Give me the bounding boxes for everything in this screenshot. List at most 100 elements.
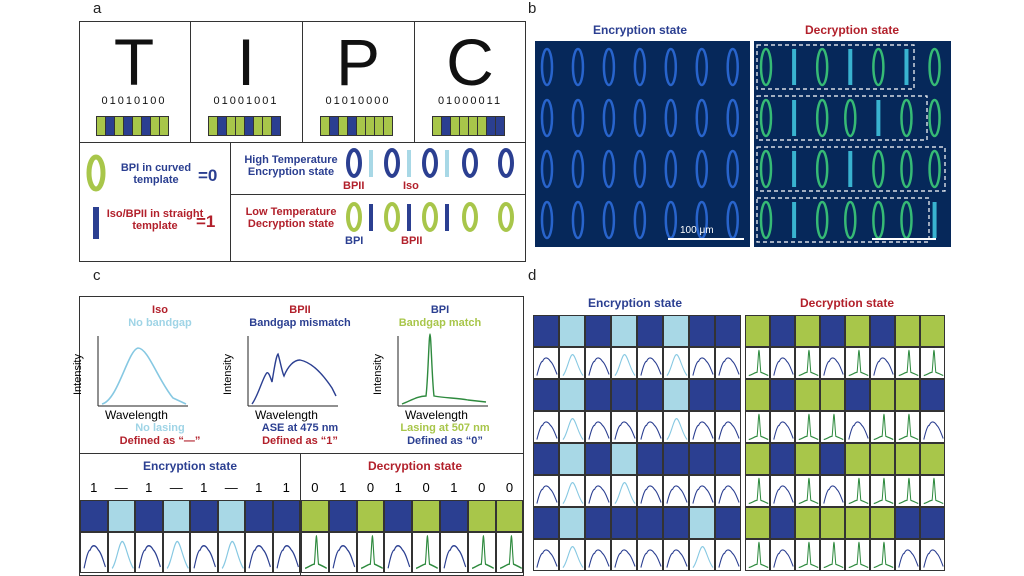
code-symbol: 1 — [200, 480, 208, 495]
microring — [602, 98, 616, 138]
mini-spectrum — [795, 411, 820, 443]
microring — [726, 149, 739, 189]
dashed-box — [756, 197, 930, 243]
letter-bits: 01000011 — [437, 95, 503, 107]
microring — [900, 149, 913, 189]
scale-bar — [668, 238, 744, 240]
mini-spectrum — [533, 411, 559, 443]
code-cell — [559, 379, 585, 411]
microring — [695, 149, 709, 189]
code-symbol: 1 — [282, 480, 290, 495]
mini-spectrum — [870, 475, 895, 507]
mini-spectrum — [162, 532, 190, 573]
code-cell — [920, 507, 945, 539]
legend-iso-text: Iso/BPII in straight template — [106, 208, 204, 232]
mini-spectrum — [611, 539, 637, 571]
code-cell — [689, 379, 715, 411]
code-cell — [328, 500, 357, 532]
code-cell — [715, 443, 741, 475]
code-cell — [820, 507, 845, 539]
panel-label-c: c — [93, 267, 101, 284]
iso-spectrum — [101, 347, 187, 405]
code-symbol: 1 — [450, 480, 458, 495]
mini-spectrum — [585, 539, 611, 571]
code-symbol: 0 — [366, 480, 375, 495]
code-cell — [870, 507, 895, 539]
dashed-box — [756, 44, 915, 90]
mini-spectrum — [845, 411, 870, 443]
microring — [633, 149, 647, 189]
code-cell — [412, 500, 440, 532]
mini-spectrum — [533, 475, 559, 507]
microring — [664, 149, 678, 189]
microring — [726, 47, 739, 87]
microring — [759, 149, 773, 189]
mini-spectrum — [715, 539, 741, 571]
microbar — [932, 202, 937, 238]
letter-bits: 01010100 — [101, 95, 167, 107]
mini-spectrum — [412, 532, 440, 573]
microring — [664, 98, 678, 138]
bpi-name: BPI — [430, 304, 450, 316]
code-cell — [745, 315, 770, 347]
mini-spectrum — [495, 532, 524, 573]
mini-spectrum — [795, 475, 820, 507]
code-symbol: 1 — [255, 480, 263, 495]
mini-spectrum — [559, 475, 585, 507]
mini-spectrum — [135, 532, 163, 573]
mini-spectrum — [820, 411, 845, 443]
low-temp-text: Low Temperature Decryption state — [245, 206, 337, 230]
panel-label-b: b — [528, 0, 537, 17]
microbar — [792, 151, 797, 187]
dashed-box — [756, 146, 946, 192]
microbar — [904, 49, 909, 85]
code-symbol: 0 — [311, 480, 319, 495]
bpi-sub: Bandgap match — [398, 317, 482, 329]
code-cell — [895, 443, 920, 475]
microbar — [848, 49, 853, 85]
code-cell — [870, 315, 895, 347]
mini-spectrum — [637, 475, 663, 507]
divider — [230, 142, 231, 262]
label-bpii-top: BPII — [343, 180, 365, 192]
mini-spectrum — [585, 347, 611, 379]
code-cell — [845, 507, 870, 539]
letter-bits: 01010000 — [325, 95, 391, 107]
decryption-micrograph — [754, 41, 951, 247]
microring — [815, 200, 829, 240]
dashed-box — [756, 95, 928, 141]
code-cell — [611, 379, 637, 411]
code-cell — [135, 500, 163, 532]
mini-spectrum — [663, 539, 689, 571]
mini-spectrum — [611, 411, 637, 443]
mini-spectrum — [356, 532, 385, 573]
mini-spectrum — [328, 532, 357, 573]
mini-spectrum — [301, 532, 329, 573]
legend-graphics — [86, 154, 106, 239]
code-cell — [533, 315, 559, 347]
mini-spectrum — [715, 411, 741, 443]
code-cell — [162, 500, 190, 532]
code-cell — [870, 379, 895, 411]
bit-cell — [159, 116, 169, 136]
code-cell — [663, 443, 689, 475]
code-symbol: 1 — [339, 480, 347, 495]
code-cell — [533, 507, 559, 539]
microring — [664, 47, 678, 87]
code-cell — [585, 315, 611, 347]
label-bpii-bottom: BPII — [401, 235, 423, 247]
code-cell — [663, 507, 689, 539]
mini-spectrum — [440, 532, 468, 573]
code-cell — [770, 443, 795, 475]
c-decryption-title: Decryption state — [367, 459, 463, 473]
code-cell — [611, 315, 637, 347]
mini-spectrum — [870, 347, 895, 379]
code-cell — [663, 315, 689, 347]
code-symbol: 0 — [478, 480, 486, 495]
microring — [540, 98, 554, 138]
code-cell — [272, 500, 300, 532]
microring — [759, 98, 773, 138]
microring — [928, 47, 941, 87]
code-cell — [845, 443, 870, 475]
microring — [571, 200, 585, 240]
